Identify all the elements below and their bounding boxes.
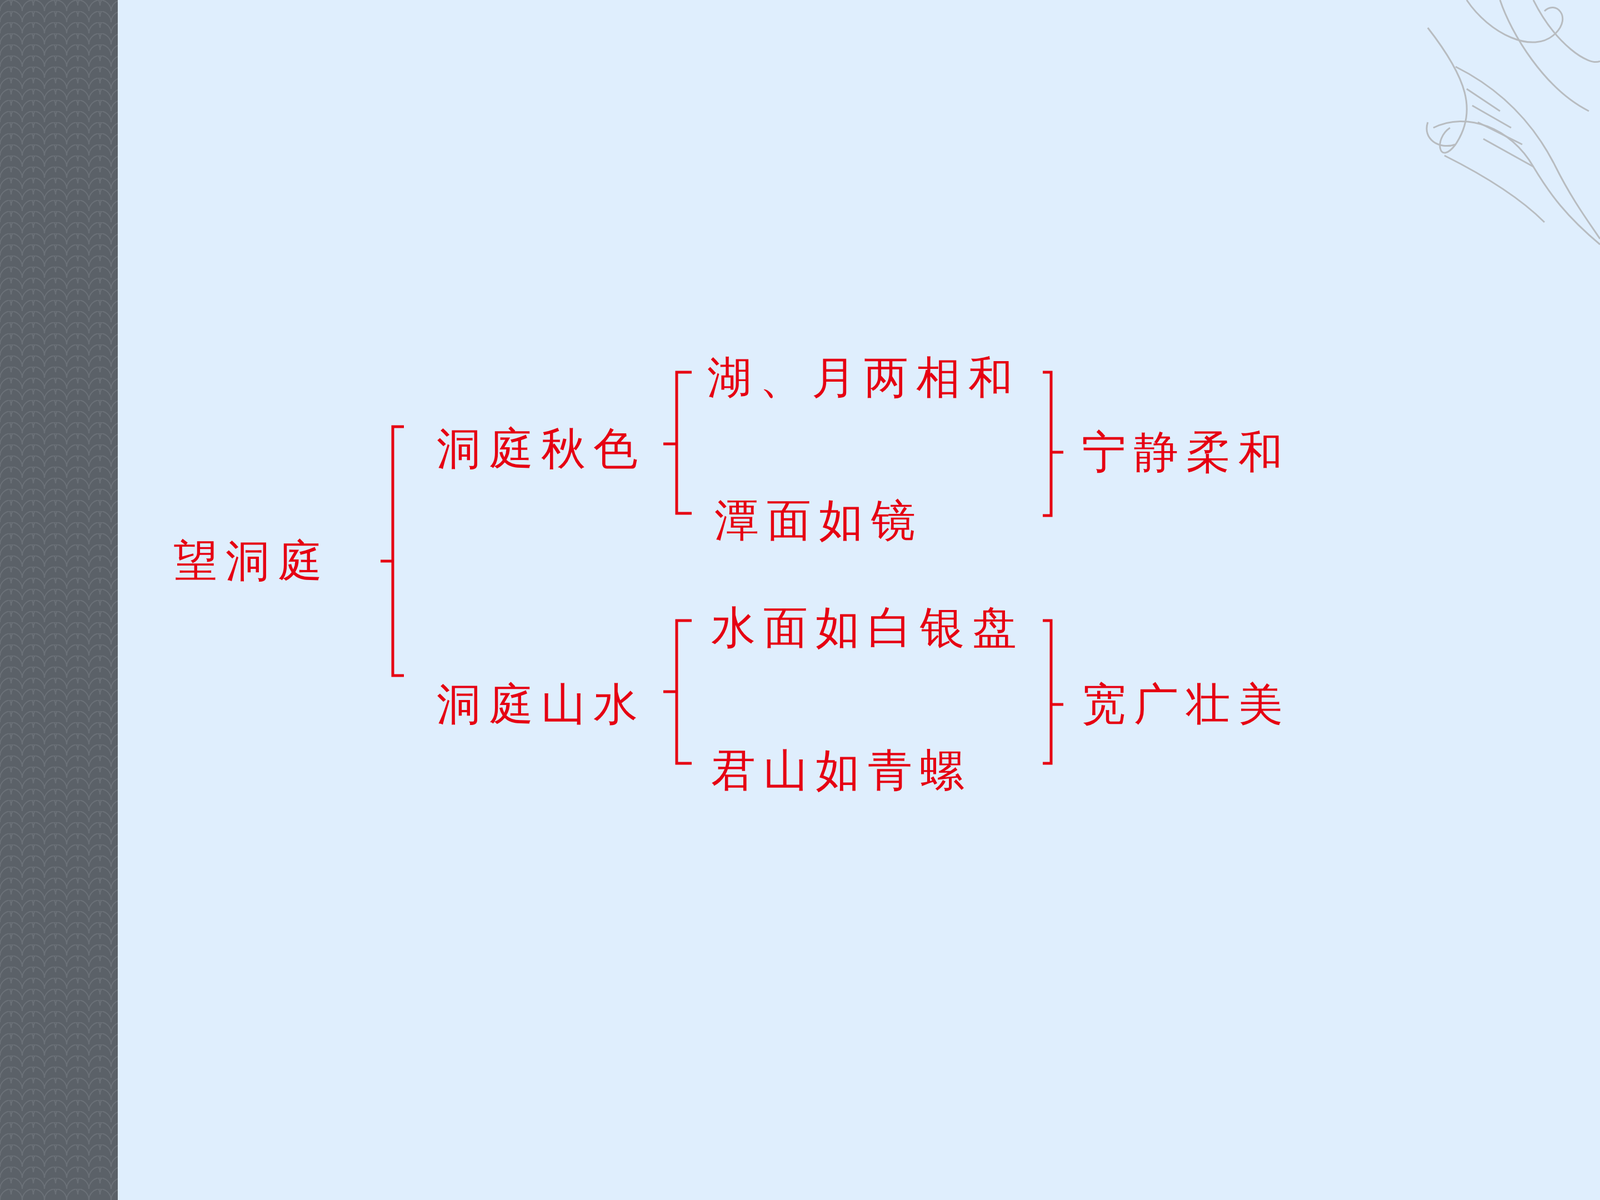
side-bar xyxy=(0,0,118,1200)
scene-detail: 君山如青螺 xyxy=(711,743,973,798)
bird-ornament xyxy=(1426,0,1600,245)
branch-topic: 洞庭秋色 xyxy=(436,422,646,476)
scene-detail: 湖、月两相和 xyxy=(707,351,1021,405)
feature-summary: 宁静柔和 xyxy=(1081,425,1291,479)
bracket xyxy=(380,372,1064,764)
scene-detail: 潭面如镜 xyxy=(714,493,924,548)
scene-detail: 水面如白银盘 xyxy=(711,601,1025,655)
branch-topic: 洞庭山水 xyxy=(436,677,646,732)
root-topic: 望洞庭 xyxy=(173,534,330,588)
feature-summary: 宽广壮美 xyxy=(1081,677,1291,732)
